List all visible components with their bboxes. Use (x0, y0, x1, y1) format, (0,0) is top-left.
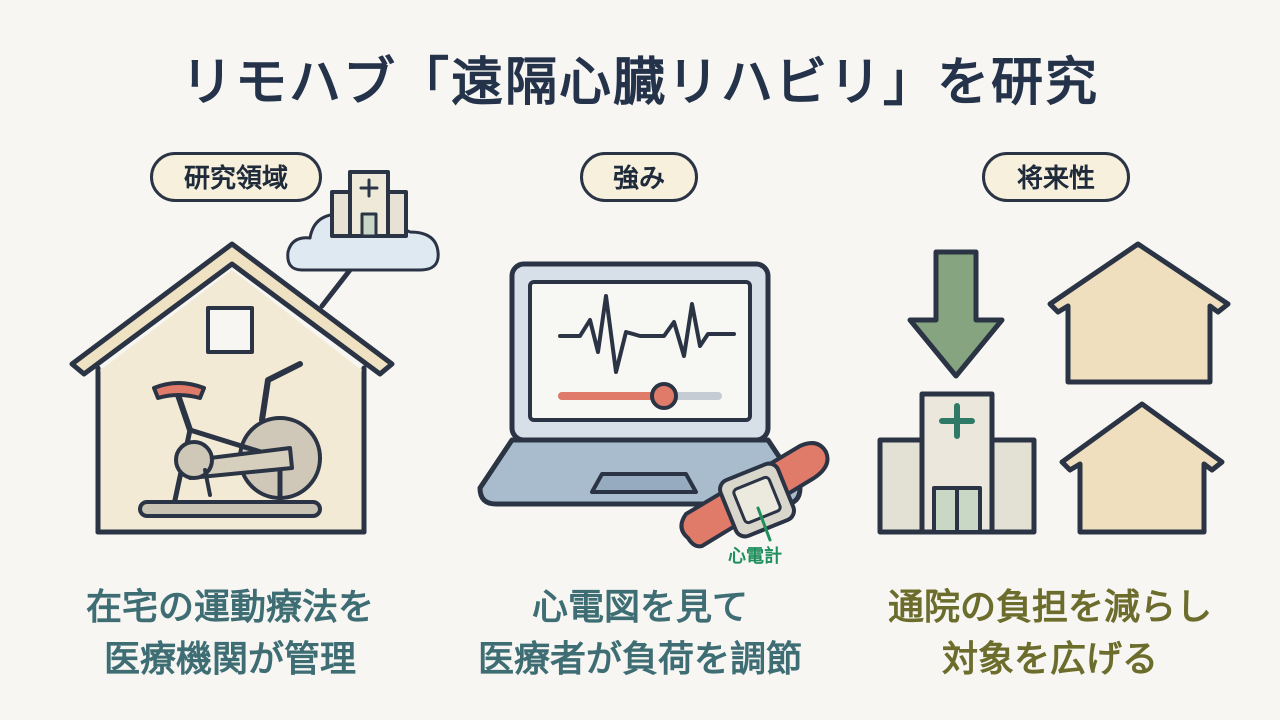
caption-research-area: 在宅の運動療法を 医療機関が管理 (60, 582, 400, 686)
caption-future: 通院の負担を減らし 対象を広げる (870, 582, 1230, 686)
hospital-to-homes-icon (877, 241, 1231, 535)
badge-research-area: 研究領域 (150, 152, 322, 202)
page-title: リモハブ「遠隔心臓リハビリ」を研究 (180, 53, 1099, 113)
ecg-device-label: 心電計 (728, 546, 782, 567)
laptop-ecg-icon (477, 261, 830, 549)
caption-strength: 心電図を見て 医療者が負荷を調節 (460, 582, 820, 686)
caption-line: 在宅の運動療法を (85, 587, 374, 628)
badge-future: 将来性 (982, 152, 1130, 202)
caption-line: 医療者が負荷を調節 (477, 639, 802, 680)
caption-line: 心電図を見て (531, 587, 748, 628)
caption-line: 医療機関が管理 (103, 639, 356, 680)
caption-line: 通院の負担を減らし (887, 587, 1212, 628)
house-exercise-bike-icon (69, 170, 440, 535)
caption-line: 対象を広げる (941, 639, 1158, 680)
badge-strength: 強み (580, 152, 698, 202)
